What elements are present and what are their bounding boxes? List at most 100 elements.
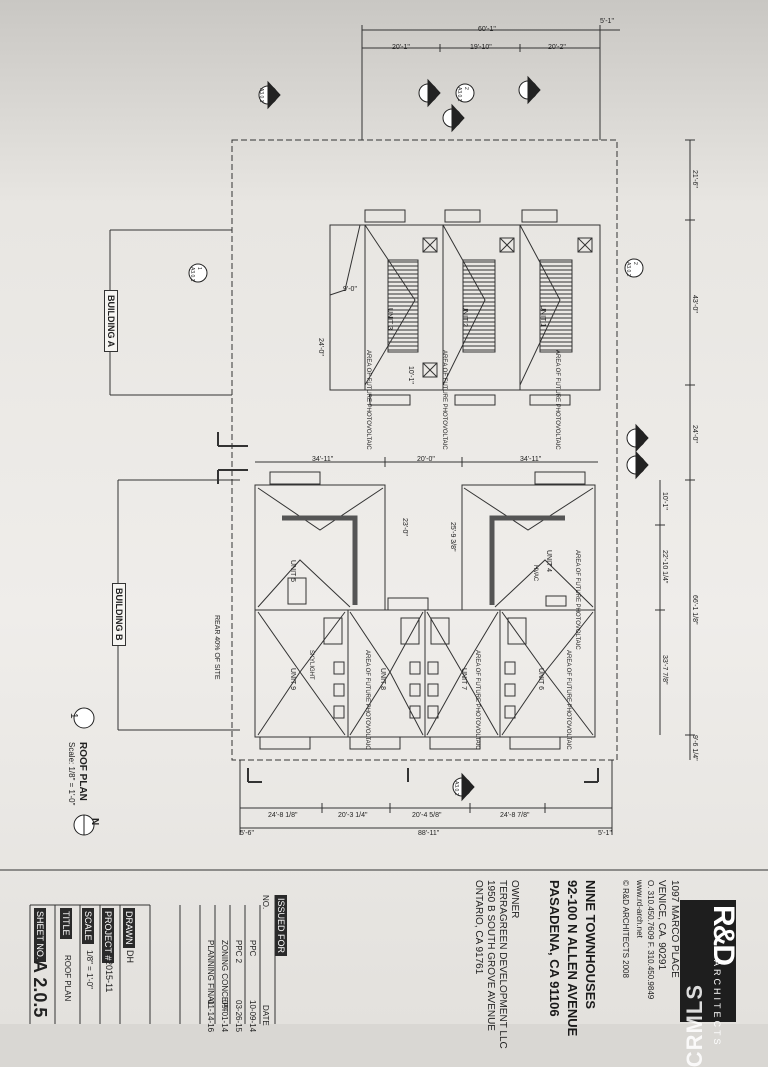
issued-date-label: DATE	[261, 1005, 270, 1026]
dim-right-sub3: 33'-7 7/8"	[661, 655, 668, 685]
unit-2-label: UNIT 2	[461, 305, 468, 328]
issued-row-3-date: 09-01-14	[220, 1000, 229, 1033]
callout-5-sheet: A3.0.2	[453, 781, 459, 796]
building-b-label: BUILDING B	[112, 583, 126, 646]
unit-5-label: UNIT 5	[289, 560, 296, 583]
owner-line-1: TERRAGREEN DEVELOPMENT LLC	[497, 880, 508, 1049]
dim-bottom-seg4: 24'-8 7/8"	[500, 812, 530, 819]
callout-4-num: 1	[196, 267, 202, 270]
firm-address-2: VENICE, CA. 90291	[656, 880, 667, 971]
section-callout-6	[188, 263, 208, 283]
sheet-number-value: A 2.0.5	[30, 960, 50, 1018]
dim-top-seg2: 19'-10"	[470, 44, 492, 51]
rear-note: REAR 40% OF SITE	[213, 615, 220, 680]
unit-6-label: UNIT 6	[537, 668, 544, 691]
firm-address-1: 1097 MARCO PLACE	[669, 880, 680, 978]
issued-for-label: ISSUED FOR	[275, 895, 287, 957]
drawing-number-circle	[73, 707, 95, 729]
dim-top-seg1: 20'-1"	[392, 44, 410, 51]
project-number-value: 2015-11	[104, 960, 114, 993]
unit-8-label: UNIT 8	[379, 668, 386, 691]
dim-right-sub1: 10'-1"	[661, 492, 668, 510]
pv-area-a2: AREA OF FUTURE PHOTOVOLTAIC	[441, 350, 447, 450]
drawn-label: DRAWN	[123, 908, 135, 948]
dim-a-side3: 10'-1"	[407, 366, 414, 384]
property-line	[231, 139, 618, 761]
dim-right-2: 43'-0"	[691, 295, 698, 313]
scale-value: 1/8" = 1'-0"	[85, 950, 94, 990]
dim-right-1: 21'-6"	[691, 170, 698, 188]
pv-area-b4: AREA OF FUTURE PHOTOVOLTAIC	[574, 550, 580, 650]
callout-4-sheet: A3.0.1	[189, 267, 195, 282]
hvac-label: HVAC	[532, 565, 538, 582]
project-number-label: PROJECT #	[102, 908, 114, 964]
dim-top-right: 5'-1"	[600, 18, 614, 25]
unit-9-label: UNIT 9	[289, 668, 296, 691]
section-callout-7	[624, 258, 644, 278]
section-callout-3	[455, 83, 475, 103]
firm-copyright: © R&D ARCHITECTS 2008	[621, 880, 630, 978]
firm-logo-sub: ARCHITECTS	[712, 960, 722, 1048]
dim-a-side1: 9'-0"	[343, 286, 357, 293]
issued-row-4-item: PLANNING FINAL	[206, 940, 215, 1006]
title-value: ROOF PLAN	[63, 955, 72, 1002]
callout-3-num: 2	[632, 262, 638, 265]
owner-line-3: ONTARIO, CA 91761	[473, 880, 484, 975]
callout-2-sheet: A3.0.1	[456, 87, 462, 102]
issued-row-1-item: PPC	[248, 940, 257, 957]
callout-2-num: 2	[463, 87, 469, 90]
owner-line-2: 1950 B SOUTH GROVE AVENUE	[485, 880, 496, 1031]
unit-3-label: UNIT 3	[386, 308, 393, 331]
pv-area-a3: AREA OF FUTURE PHOTOVOLTAIC	[365, 350, 371, 450]
dim-bottom-seg2: 20'-3 1/4"	[338, 812, 368, 819]
project-address-2: PASADENA, CA 91106	[547, 880, 562, 1017]
callout-5-num: 2	[460, 781, 466, 784]
drawn-value: DH	[125, 950, 135, 963]
owner-label: OWNER	[509, 880, 520, 919]
callout-1-sheet: A3.0.1	[258, 88, 264, 103]
dim-bottom-right: 5'-1"	[598, 830, 612, 837]
callout-3-sheet: A3.0.2	[625, 262, 631, 277]
dim-bottom-seg1: 24'-8 1/8"	[268, 812, 298, 819]
drawing-scale: Scale: 1/8" = 1'-0"	[67, 742, 76, 806]
building-b-upper-left	[254, 484, 386, 611]
firm-logo-block	[680, 900, 736, 1022]
dim-bottom-seg3: 20'-4 5/8"	[412, 812, 442, 819]
dim-bottom-total: 88'-11"	[418, 830, 440, 837]
firm-phone: O. 310.450.7609 F. 310.450.9849	[646, 880, 655, 1000]
building-a-outline	[329, 224, 601, 391]
issued-no-label: NO.	[261, 895, 270, 910]
dim-bottom-left: 5'-6"	[240, 830, 254, 837]
dim-a-side2: 24'-0"	[317, 338, 324, 356]
firm-logo: R&D	[707, 905, 740, 964]
dim-mid-2: 20'-0"	[417, 456, 435, 463]
callout-1-num: 1	[266, 88, 272, 91]
dim-top-seg3: 20'-2"	[548, 44, 566, 51]
unit-1-label: UNIT 1	[539, 305, 546, 328]
dim-b-inner1: 23'-0"	[401, 518, 408, 536]
dim-right-5: 9'-6 1/4"	[691, 735, 698, 761]
pv-area-b7: AREA OF FUTURE PHOTOVOLTAIC	[474, 650, 480, 750]
dim-right-4: 66'-1 1/8"	[691, 595, 698, 625]
pv-area-b6: AREA OF FUTURE PHOTOVOLTAIC	[565, 650, 571, 750]
roof-plan-drawing	[0, 25, 768, 1024]
firm-website: www.rd-arch.net	[635, 880, 644, 938]
dim-mid-1: 34'-11"	[312, 456, 334, 463]
issued-row-4-date: 01-14-16	[206, 1000, 215, 1033]
pv-area-b8: AREA OF FUTURE PHOTOVOLTAIC	[364, 650, 370, 750]
scale-label: SCALE	[82, 908, 94, 944]
issued-row-2-item: PPC 2	[234, 940, 243, 964]
issued-row-2-date: 03-26-15	[234, 1000, 243, 1033]
building-a-label: BUILDING A	[104, 290, 118, 353]
project-name: NINE TOWNHOUSES	[583, 880, 598, 1010]
unit-4-label: UNIT 4	[545, 550, 552, 573]
drawing-number: 1	[68, 713, 79, 719]
watermark: CRMLS	[682, 984, 707, 1067]
dim-mid-3: 34'-11"	[520, 456, 542, 463]
drawing-title: ROOF PLAN	[77, 742, 88, 801]
north-label: N	[89, 818, 100, 826]
dim-top-total: 60'-1"	[478, 26, 496, 33]
pv-area-a1: AREA OF FUTURE PHOTOVOLTAIC	[554, 350, 560, 450]
skylight-label-9: SKYLIGHT	[308, 650, 314, 680]
